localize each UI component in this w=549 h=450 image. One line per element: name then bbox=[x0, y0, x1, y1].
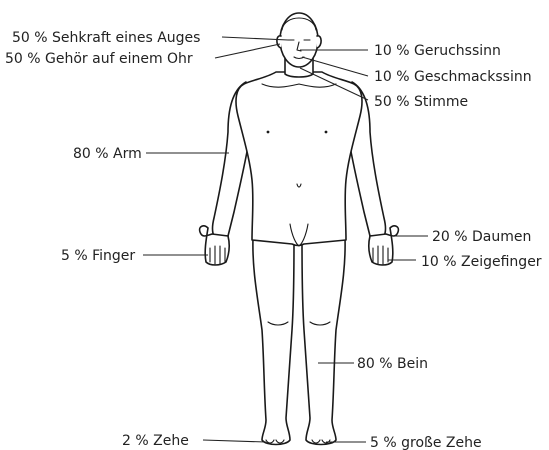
label-voice: 50 % Stimme bbox=[374, 94, 468, 110]
label-toe: 2 % Zehe bbox=[122, 433, 189, 449]
label-leg: 80 % Bein bbox=[357, 356, 428, 372]
right-nipple bbox=[325, 131, 328, 134]
human-figure bbox=[200, 13, 399, 445]
right-leg bbox=[302, 238, 345, 445]
label-finger: 5 % Finger bbox=[61, 248, 135, 264]
label-thumb: 20 % Daumen bbox=[432, 229, 531, 245]
label-arm: 80 % Arm bbox=[73, 146, 142, 162]
label-taste: 10 % Geschmackssinn bbox=[374, 69, 532, 85]
label-eye: 50 % Sehkraft eines Auges bbox=[12, 30, 200, 46]
left-ear bbox=[277, 36, 281, 48]
torso bbox=[236, 72, 362, 246]
leader-toe bbox=[203, 440, 266, 442]
label-big-toe: 5 % große Zehe bbox=[370, 435, 482, 450]
label-ear: 50 % Gehör auf einem Ohr bbox=[5, 51, 193, 67]
left-nipple bbox=[267, 131, 270, 134]
left-leg bbox=[253, 238, 294, 445]
right-ear bbox=[317, 36, 321, 48]
label-index-finger: 10 % Zeigefinger bbox=[421, 254, 542, 270]
label-smell: 10 % Geruchssinn bbox=[374, 43, 501, 59]
leader-ear bbox=[215, 44, 280, 58]
